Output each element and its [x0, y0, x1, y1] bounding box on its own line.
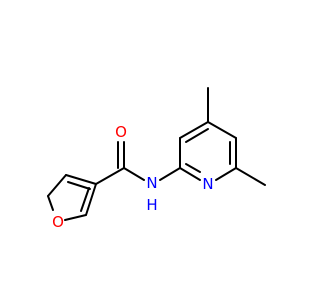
bond-c2-nh: [159, 167, 181, 181]
bond-f3-f4-inner: [67, 181, 91, 190]
bond-nh-carbonyl: [123, 167, 145, 181]
bond-c4-c5: [207, 121, 237, 139]
bond-c3-c4-inner: [185, 128, 209, 143]
structure-canvas: O N H N O: [47, 87, 266, 231]
furan-oxygen-label: O: [52, 213, 64, 231]
bond-o1-f2: [64, 214, 87, 221]
molecule-diagram: O N H N O: [47, 87, 266, 231]
amide-nitrogen-label: N: [146, 174, 157, 192]
bond-n1-c2-inner: [185, 163, 201, 173]
bond-f5-o1: [47, 195, 54, 211]
bond-f2-f3: [85, 183, 97, 216]
bond-f2-f3-inner: [80, 187, 90, 212]
bond-f3-f4: [65, 174, 97, 185]
bond-f4-f5: [47, 174, 67, 197]
carbonyl-oxygen-label: O: [115, 123, 127, 141]
pyridine-nitrogen-label: N: [202, 175, 213, 193]
bond-n1-c2: [179, 167, 201, 181]
bond-carbonyl-furan: [95, 167, 125, 185]
bond-c6-methyl: [235, 167, 266, 186]
amide-hydrogen-label: H: [146, 196, 157, 214]
bond-c6-n1: [215, 167, 237, 181]
bond-c3-c4: [179, 121, 209, 139]
